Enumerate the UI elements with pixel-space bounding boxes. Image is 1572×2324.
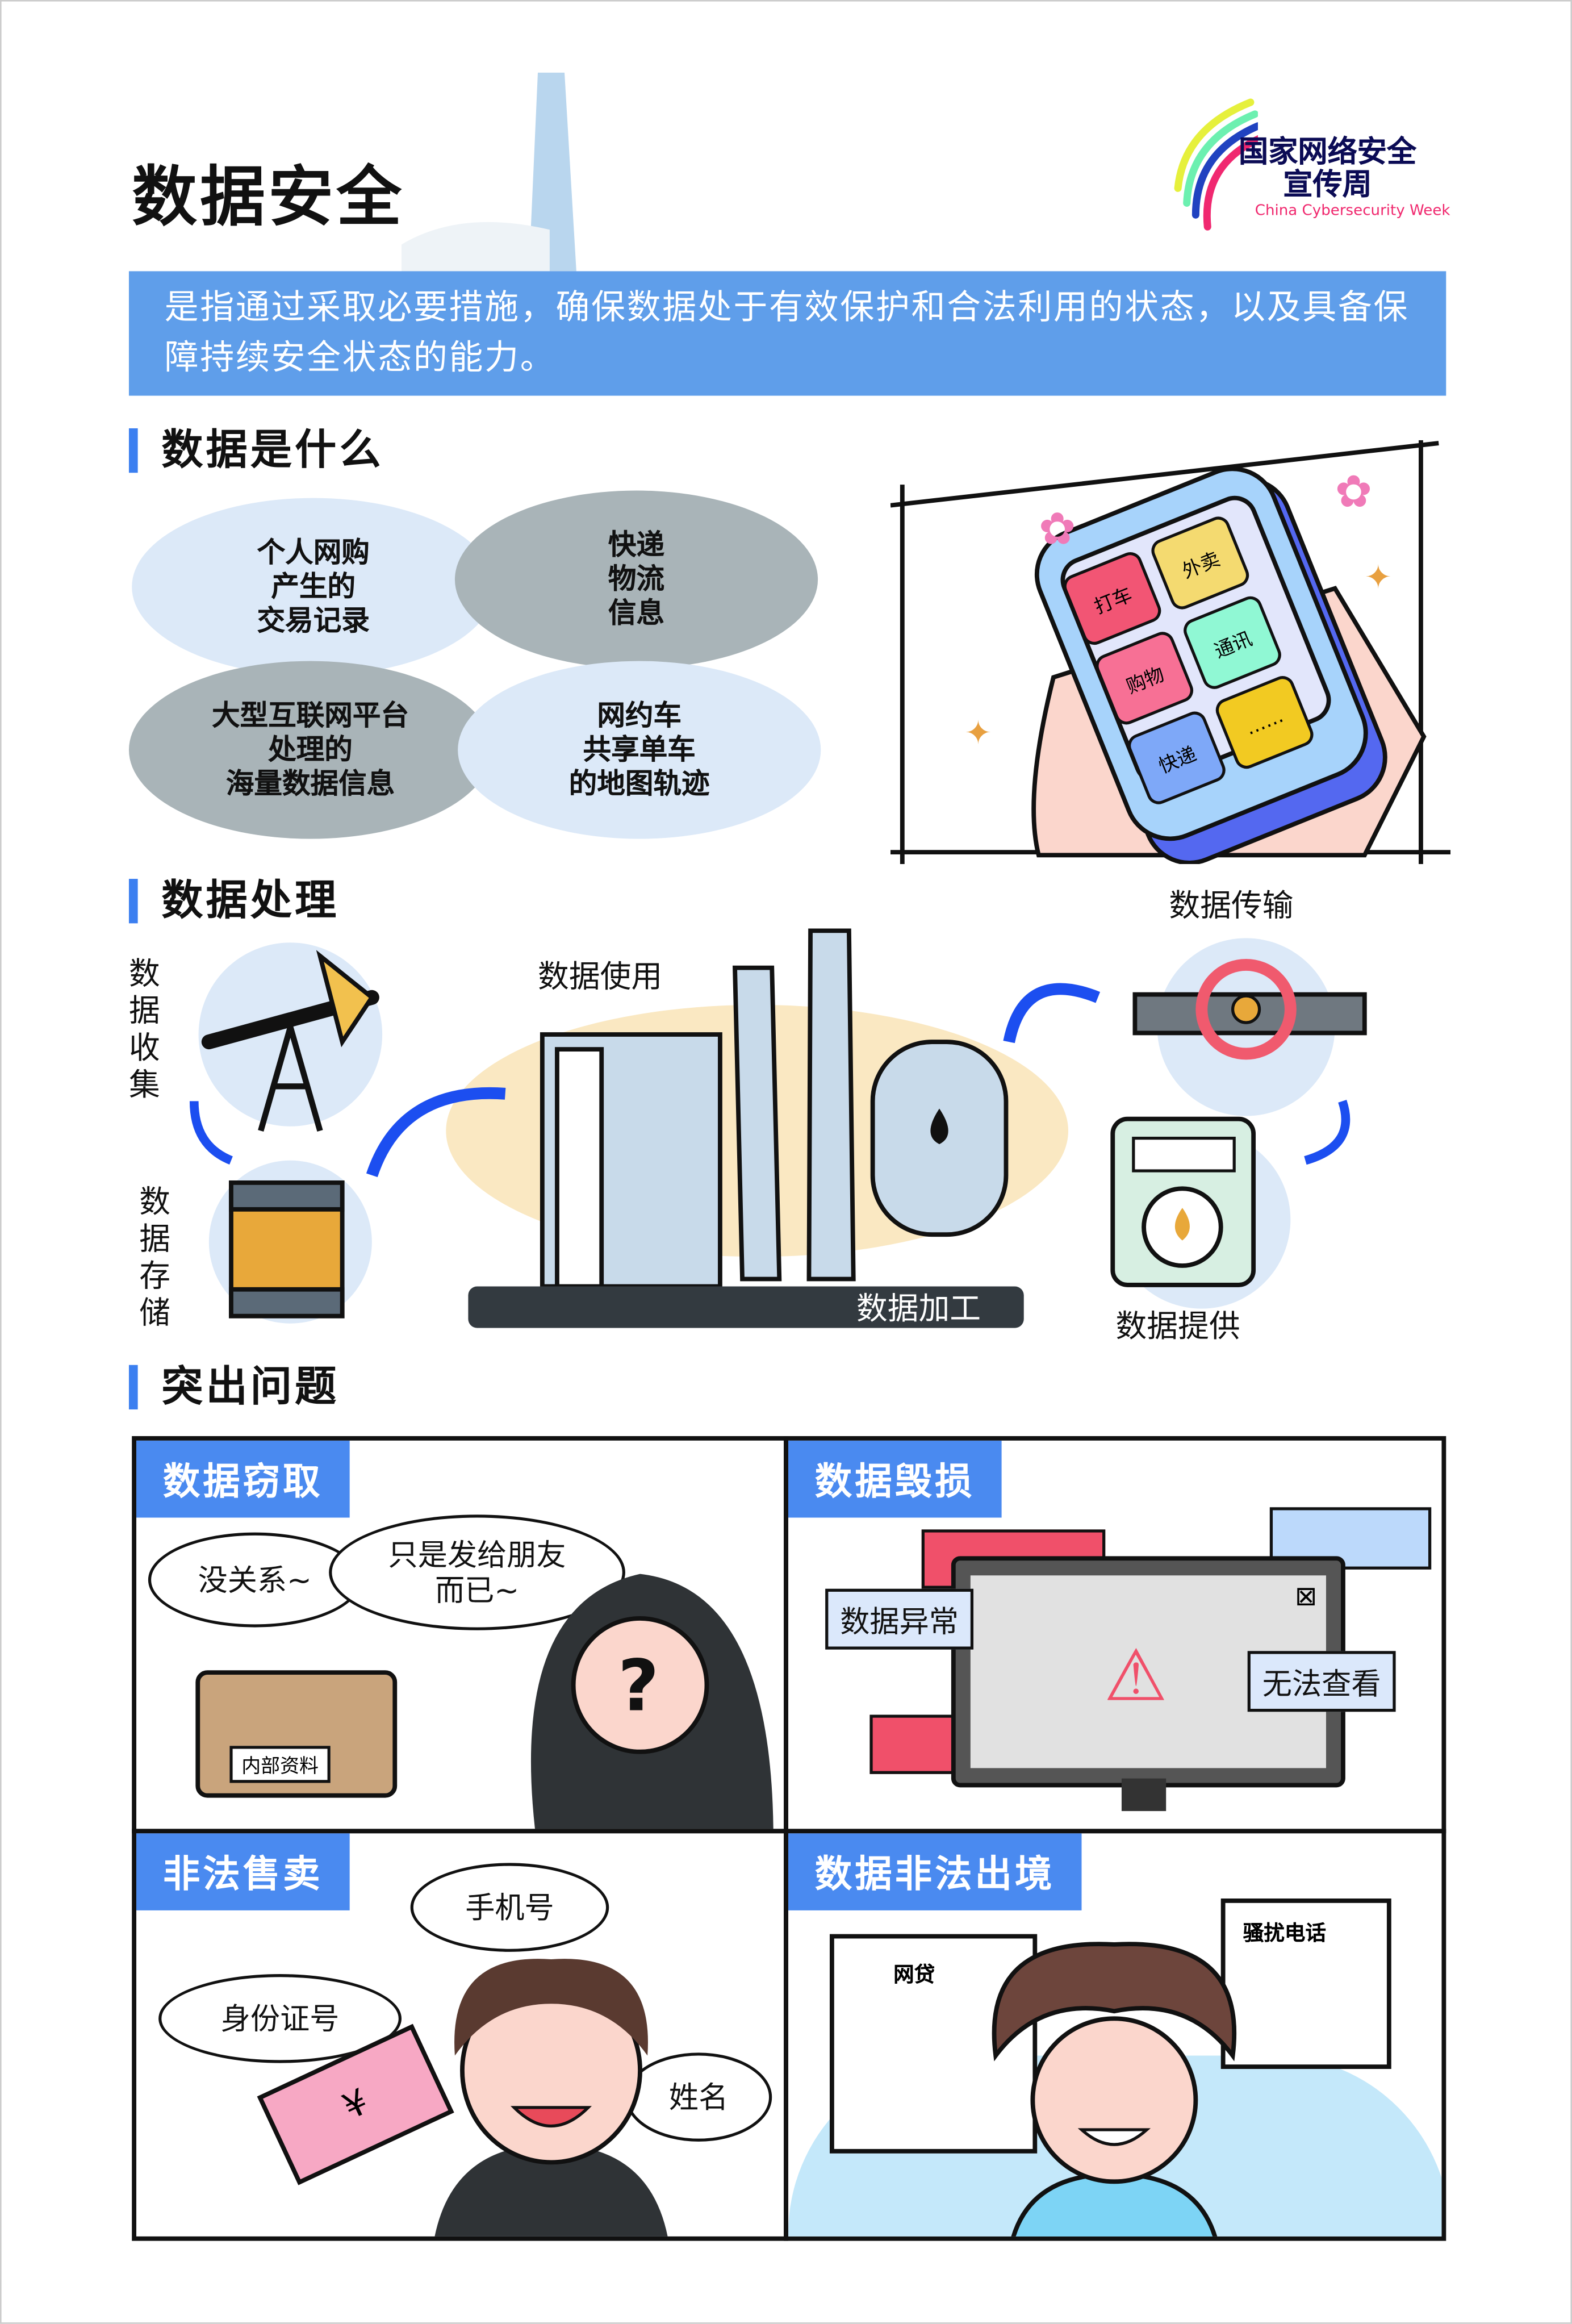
warning-icon: ⚠ [1103,1634,1168,1718]
data-type-item: 网约车 共享单车 的地图轨迹 [458,661,821,839]
step-data-collection: 数据收集 [128,956,160,1103]
data-type-item: 快递 物流 信息 [454,490,818,669]
seller-illustration [434,1959,668,2237]
panel-title: 数据窃取 [136,1440,350,1518]
step-data-provide: 数据提供 [1115,1308,1240,1345]
monitor-stand [1121,1778,1167,1812]
panel-title: 非法售卖 [136,1833,350,1910]
speech-bubble: 没关系~ [148,1532,362,1628]
panel-data-damage: 数据毁损 ⚠ ⊠ 数据异常 无法查看 [784,1436,1446,1834]
data-type-item: 个人网购 产生的 交易记录 [132,498,495,676]
curly-hair-person-illustration [992,1942,1237,2237]
panel-illegal-sale: 非法售卖 手机号 身份证号 姓名 ¥ [132,1829,788,2241]
section-heading-issues: 突出问题 [128,1364,340,1410]
data-processing-diagram [189,928,1367,1328]
document-label: 内部资料 [229,1746,331,1783]
speech-bubble: 手机号 [410,1863,609,1952]
section-heading-what-is-data: 数据是什么 [128,428,384,473]
hooded-figure-illustration: ? [531,1574,774,1829]
logo-swoosh-icon [1174,98,1258,231]
panel-title: 数据非法出境 [788,1833,1082,1910]
step-data-processing: 数据加工 [856,1291,981,1326]
panel-illegal-export: 数据非法出境 网贷 骚扰电话 [784,1829,1446,2241]
monitor: ⚠ ⊠ [951,1556,1345,1788]
paper-spam-calls: 骚扰电话 [1220,1899,1391,2070]
definition-banner: 是指通过采取必要措施，确保数据处于有效保护和合法利用的状态，以及具备保障持续安全… [128,271,1446,396]
speech-bubble: 姓名 [625,2052,772,2142]
tower-illustration [402,72,576,274]
svg-text:✦: ✦ [1365,558,1392,596]
panel-data-theft: 数据窃取 没关系~ 只是发给朋友而已~ ? 内部资料 [132,1436,788,1834]
close-icon: ⊠ [1294,1581,1318,1613]
svg-text:✦: ✦ [964,714,992,752]
logo-english: China Cybersecurity Week [1255,203,1450,220]
data-type-item: 大型互联网平台 处理的 海量数据信息 [128,661,492,839]
section-heading-data-processing: 数据处理 [128,878,340,924]
document-box: 内部资料 [195,1670,398,1798]
svg-text:?: ? [618,1645,659,1728]
svg-text:✿: ✿ [1039,503,1076,554]
step-data-transfer: 数据传输 [1169,887,1294,924]
app-icon-messaging: 通讯 [1180,593,1285,693]
panel-title: 数据毁损 [788,1440,1002,1518]
logo-text: 国家网络安全 [1239,133,1417,169]
logo-text: 宣传周 [1283,166,1372,202]
cybersecurity-week-logo: 国家网络安全 宣传周 China Cybersecurity Week [1169,85,1450,233]
step-data-use: 数据使用 [538,958,663,995]
phone-illustration: ✿ ✿ ✦ ✦ 打车 外卖 购物 通讯 快递 …… [890,440,1451,864]
svg-text:✿: ✿ [1335,466,1373,518]
error-label: 无法查看 [1247,1651,1396,1712]
error-label: 数据异常 [825,1588,974,1650]
step-data-storage: 数据存储 [139,1184,171,1331]
page-title: 数据安全 [132,160,405,236]
